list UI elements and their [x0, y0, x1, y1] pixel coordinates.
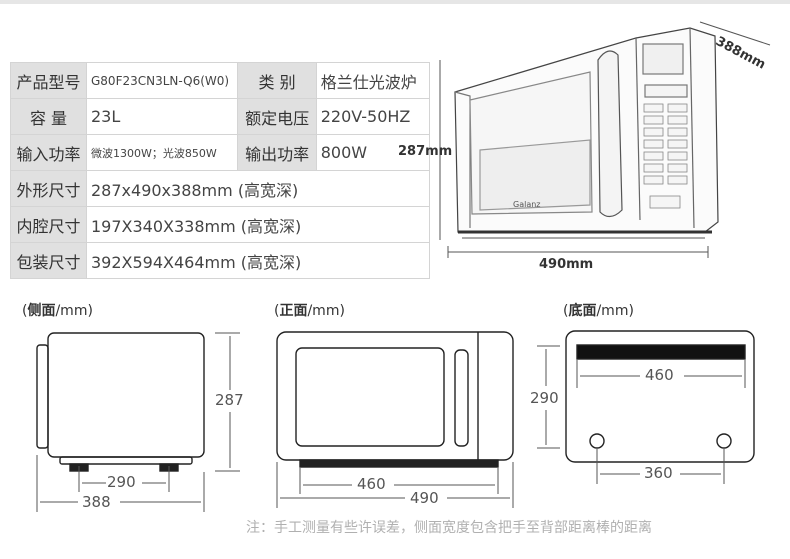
- photo-height-label: 287mm: [398, 144, 453, 159]
- side-foot-label: 290: [107, 473, 136, 491]
- brand-label: Galanz: [513, 200, 541, 209]
- table-row: 内腔尺寸 197X340X338mm (高宽深): [10, 206, 430, 243]
- table-row: 外形尺寸 287x490x388mm (高宽深): [10, 170, 430, 207]
- spec-key: 容 量: [10, 98, 87, 135]
- spec-key: 类 别: [237, 62, 317, 99]
- front-width-label: 490: [410, 489, 439, 507]
- bottom-depth-label: 290: [530, 389, 559, 407]
- keypad-buttons: [643, 103, 688, 209]
- top-divider: [0, 0, 790, 4]
- spec-key: 输出功率: [237, 134, 317, 171]
- spec-key: 外形尺寸: [10, 170, 87, 207]
- spec-key: 输入功率: [10, 134, 87, 171]
- side-view-title: (侧面/mm): [22, 303, 93, 319]
- spec-value: 800W: [315, 134, 431, 171]
- front-view-title: (正面/mm): [274, 303, 345, 319]
- spec-value: 197X340X338mm (高宽深): [86, 206, 430, 243]
- front-view-dims: [276, 462, 514, 508]
- spec-value: 392X594X464mm (高宽深): [86, 242, 430, 279]
- table-row: 包装尺寸 392X594X464mm (高宽深): [10, 242, 430, 279]
- side-height-label: 287: [215, 391, 244, 409]
- bottom-view-title: (底面/mm): [563, 303, 634, 319]
- spec-key: 额定电压: [237, 98, 317, 135]
- spec-table: 产品型号 G80F23CN3LN-Q6(W0) 类 别 格兰仕光波炉 容 量 2…: [10, 62, 431, 279]
- bottom-bar-label: 460: [645, 366, 674, 384]
- bottom-view-dims: [537, 345, 746, 484]
- side-depth-label: 388: [82, 493, 111, 511]
- side-view-drawing: [36, 332, 205, 472]
- spec-key: 产品型号: [10, 62, 87, 99]
- spec-key: 内腔尺寸: [10, 206, 87, 243]
- spec-value: 220V-50HZ: [315, 98, 431, 135]
- photo-dimension-lines: [439, 21, 771, 258]
- spec-value: 格兰仕光波炉: [315, 62, 431, 99]
- spec-key: 包装尺寸: [10, 242, 87, 279]
- side-view-dims: [36, 332, 240, 512]
- table-row: 产品型号 G80F23CN3LN-Q6(W0) 类 别 格兰仕光波炉: [10, 62, 431, 99]
- measurement-note: 注：手工测量有些许误差，侧面宽度包含把手至背部距离棒的距离: [246, 520, 652, 536]
- table-row: 容 量 23L 额定电压 220V-50HZ: [10, 98, 431, 135]
- photo-width-label: 490mm: [539, 257, 594, 272]
- front-view-drawing: [276, 331, 514, 468]
- spec-value: 287x490x388mm (高宽深): [86, 170, 430, 207]
- bottom-view-drawing: [565, 330, 755, 463]
- front-foot-label: 460: [357, 475, 386, 493]
- bottom-feet-label: 360: [644, 464, 673, 482]
- spec-value: 23L: [85, 98, 239, 135]
